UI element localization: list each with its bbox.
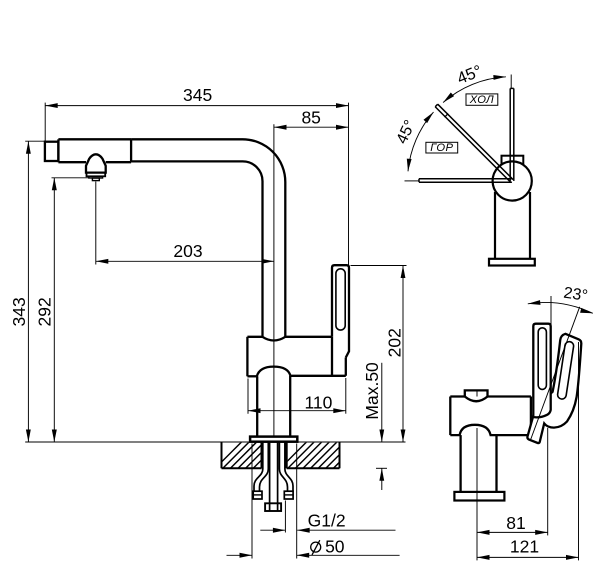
svg-text:110: 110	[304, 393, 332, 413]
svg-text:ХОЛ: ХОЛ	[469, 94, 494, 106]
svg-text:81: 81	[506, 513, 525, 533]
svg-text:Max.50: Max.50	[362, 362, 382, 420]
svg-text:ГОР: ГОР	[430, 142, 453, 154]
svg-text:203: 203	[173, 241, 202, 261]
svg-text:345: 345	[183, 85, 212, 105]
svg-text:85: 85	[301, 108, 320, 128]
svg-text:343: 343	[9, 297, 29, 326]
svg-text:50: 50	[325, 537, 345, 557]
svg-text:292: 292	[35, 297, 55, 326]
svg-text:G1/2: G1/2	[308, 510, 346, 530]
svg-text:202: 202	[384, 328, 404, 357]
svg-text:23°: 23°	[562, 285, 588, 305]
svg-text:121: 121	[510, 537, 539, 557]
